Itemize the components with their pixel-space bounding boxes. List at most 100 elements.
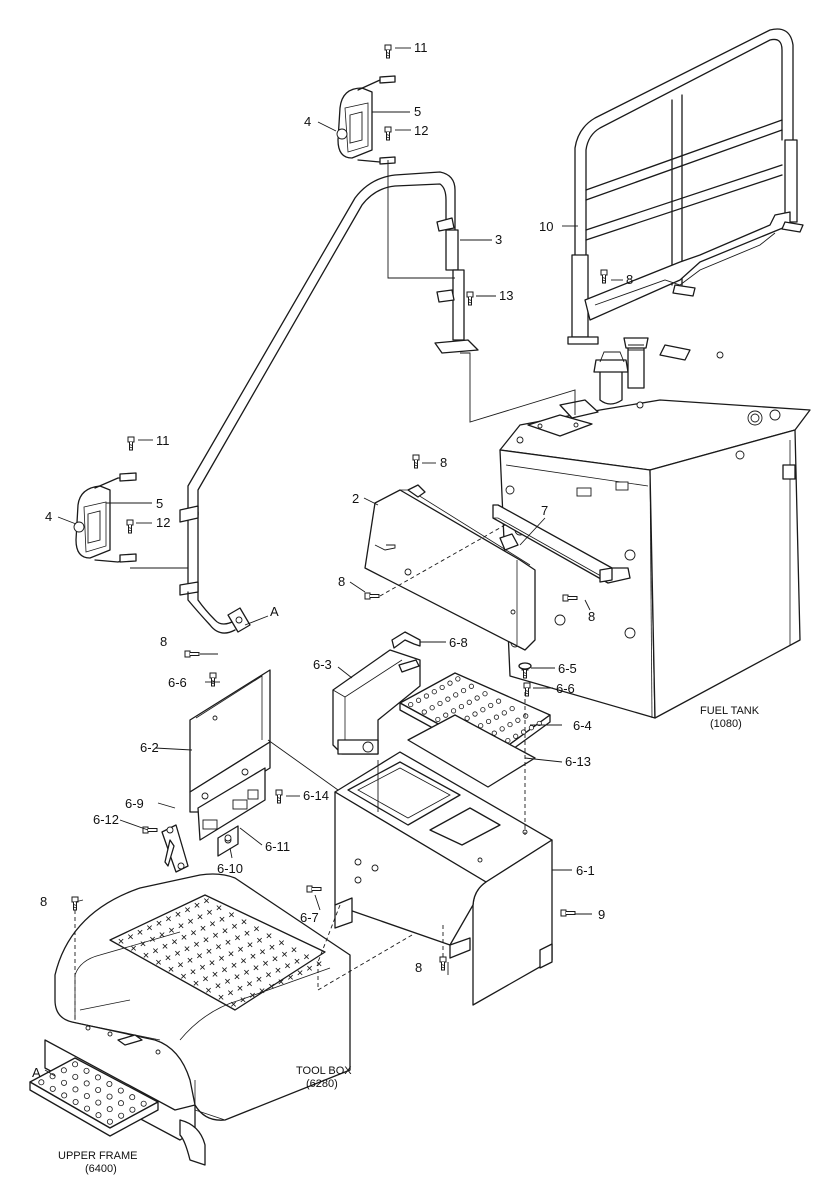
perforation-mark bbox=[159, 932, 165, 938]
perforation-mark bbox=[269, 944, 275, 950]
perforation-hole bbox=[439, 684, 445, 691]
perforation-mark bbox=[194, 902, 200, 908]
perforation-mark bbox=[187, 957, 193, 963]
perforation-mark bbox=[275, 967, 281, 973]
perforation-hole bbox=[472, 711, 478, 717]
perforation-hole bbox=[61, 1079, 68, 1086]
perforation-mark bbox=[240, 997, 246, 1003]
perforation-mark bbox=[137, 929, 143, 935]
perforation-mark bbox=[244, 930, 250, 936]
perforation-mark bbox=[178, 923, 184, 929]
perforation-mark bbox=[212, 971, 218, 977]
perforation-hole bbox=[435, 716, 441, 723]
perforation-hole bbox=[49, 1085, 56, 1092]
upper-frame-code: (6400) bbox=[85, 1163, 117, 1175]
perforation-mark bbox=[235, 935, 240, 941]
fuel-tank-caption: FUEL TANK bbox=[700, 705, 760, 717]
label-12-top: 12 bbox=[414, 123, 428, 138]
perforation-mark bbox=[225, 978, 230, 984]
perforation-hole bbox=[129, 1106, 136, 1113]
perforation-mark bbox=[291, 947, 297, 953]
perforation-mark bbox=[197, 953, 202, 959]
perforation-hole bbox=[118, 1112, 125, 1119]
tool-box-code: (6280) bbox=[306, 1078, 338, 1090]
perforation-mark bbox=[200, 964, 205, 970]
perforation-mark bbox=[191, 930, 196, 936]
label-6-6-left: 6-6 bbox=[168, 675, 187, 690]
perforation-mark bbox=[207, 909, 212, 915]
label-10: 10 bbox=[539, 219, 553, 234]
perforation-mark bbox=[203, 976, 208, 982]
perforation-mark bbox=[131, 945, 136, 951]
label-6-10: 6-10 bbox=[217, 861, 243, 876]
label-8-bottom: 8 bbox=[415, 960, 422, 975]
mirror-left bbox=[73, 472, 137, 563]
perforation-hole bbox=[528, 725, 535, 731]
perforation-mark bbox=[194, 941, 199, 947]
perforation-mark bbox=[150, 936, 155, 942]
label-5-top: 5 bbox=[414, 104, 421, 119]
label-4-left: 4 bbox=[45, 509, 52, 524]
perforation-hole bbox=[117, 1087, 124, 1094]
label-A-bottom: A bbox=[32, 1065, 41, 1080]
perforation-mark bbox=[266, 933, 272, 939]
handrail-3 bbox=[179, 171, 479, 634]
label-6-14: 6-14 bbox=[303, 788, 329, 803]
mirror-top bbox=[336, 75, 396, 165]
perforation-mark bbox=[153, 948, 158, 954]
perforation-mark bbox=[185, 907, 190, 913]
perforation-mark bbox=[218, 994, 224, 1000]
label-8-bracket: 8 bbox=[588, 609, 595, 624]
side-panel-2 bbox=[364, 484, 536, 651]
label-6-12: 6-12 bbox=[93, 812, 119, 827]
perforation-mark bbox=[297, 970, 303, 976]
perforation-hole bbox=[485, 718, 492, 725]
perforation-mark bbox=[231, 1001, 236, 1007]
perforation-hole bbox=[536, 720, 542, 727]
perforation-hole bbox=[468, 683, 475, 689]
perforation-mark bbox=[244, 969, 249, 975]
box-6-1 bbox=[334, 751, 553, 1006]
perforation-hole bbox=[458, 703, 465, 710]
perforation-mark bbox=[147, 925, 152, 931]
perforation-hole bbox=[94, 1074, 101, 1081]
perforation-mark bbox=[165, 955, 171, 961]
perforation-mark bbox=[172, 939, 177, 945]
perforation-mark bbox=[278, 979, 284, 985]
perforation-hole bbox=[106, 1118, 113, 1125]
label-8-rail: 8 bbox=[626, 272, 633, 287]
perforation-hole bbox=[437, 700, 443, 707]
perforation-mark bbox=[181, 973, 186, 979]
perforation-hole bbox=[408, 701, 414, 708]
perforation-hole bbox=[106, 1093, 113, 1100]
perforation-mark bbox=[222, 928, 228, 934]
perforation-mark bbox=[288, 974, 293, 980]
perforation-mark bbox=[279, 940, 284, 946]
perforation-hole bbox=[106, 1106, 113, 1113]
perforation-mark bbox=[263, 960, 268, 966]
fuel-tank bbox=[499, 337, 811, 719]
bolts bbox=[71, 44, 608, 971]
perforation-mark bbox=[143, 952, 149, 958]
label-6-13: 6-13 bbox=[565, 754, 591, 769]
perforation-hole bbox=[515, 717, 521, 723]
perforation-mark bbox=[156, 959, 161, 965]
label-2: 2 bbox=[352, 491, 359, 506]
fuel-tank-code: (1080) bbox=[710, 718, 742, 730]
perforation-mark bbox=[256, 976, 262, 982]
perforation-hole bbox=[482, 691, 488, 697]
perforation-mark bbox=[200, 925, 206, 931]
label-6-2: 6-2 bbox=[140, 740, 159, 755]
label-5-left: 5 bbox=[156, 496, 163, 511]
perforation-mark bbox=[231, 962, 237, 968]
perforation-mark bbox=[175, 950, 180, 956]
perforation-mark bbox=[216, 944, 221, 950]
perforation-hole bbox=[84, 1105, 91, 1112]
perforation-mark bbox=[169, 927, 174, 933]
perforation-mark bbox=[210, 921, 215, 927]
perforation-hole bbox=[499, 726, 505, 732]
perforation-mark bbox=[228, 951, 234, 957]
perforation-mark bbox=[219, 955, 224, 961]
perforation-hole bbox=[495, 698, 502, 704]
latch-6-9 bbox=[161, 824, 189, 873]
